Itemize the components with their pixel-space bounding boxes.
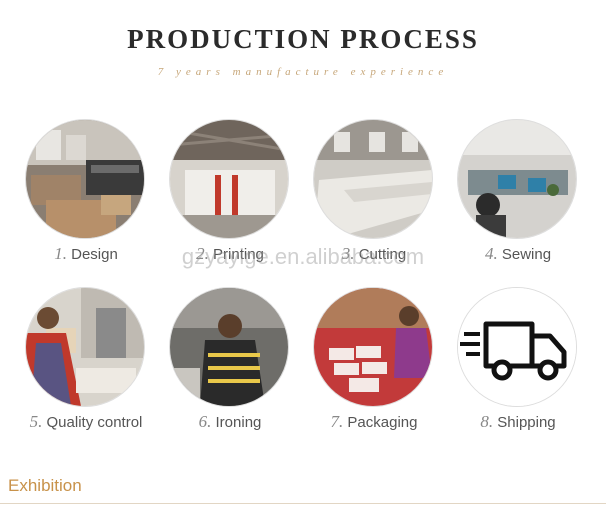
step-number: 1. bbox=[54, 244, 67, 263]
page-title: PRODUCTION PROCESS bbox=[127, 24, 479, 54]
step-printing: 2. Printing bbox=[155, 120, 305, 290]
step-number: 6. bbox=[198, 412, 212, 431]
step-label: Printing bbox=[213, 246, 264, 263]
packaging-photo bbox=[314, 288, 432, 406]
page-subtitle: 7 years manufacture experience bbox=[157, 66, 449, 78]
step-design: 1. Design bbox=[11, 120, 161, 290]
watermark: gzyayige.en.alibaba.com bbox=[181, 244, 425, 269]
step-number: 2. bbox=[196, 244, 209, 263]
step-label: Packaging bbox=[347, 414, 418, 431]
step-sewing: 4. Sewing bbox=[443, 120, 593, 290]
step-ironing: 6. Ironing bbox=[155, 288, 305, 458]
step-number: 8. bbox=[480, 412, 494, 431]
step-packaging: 7. Packaging bbox=[299, 288, 449, 458]
exhibition-heading: Exhibition bbox=[8, 476, 82, 495]
design-photo bbox=[26, 120, 144, 238]
step-label: Shipping bbox=[497, 414, 556, 431]
step-number: 4. bbox=[484, 244, 498, 263]
step-number: 3. bbox=[341, 244, 355, 263]
step-shipping: 8. Shipping bbox=[443, 288, 593, 458]
step-number: 5. bbox=[29, 412, 43, 431]
printing-photo bbox=[170, 120, 288, 238]
step-label: Quality control bbox=[46, 414, 143, 431]
ironing-photo bbox=[170, 288, 288, 406]
step-quality-control: 5. Quality control bbox=[11, 288, 161, 458]
step-label: Sewing bbox=[501, 246, 552, 263]
step-label: Ironing bbox=[215, 414, 262, 431]
divider bbox=[0, 503, 606, 504]
step-label: Design bbox=[71, 246, 118, 263]
step-number: 7. bbox=[330, 412, 344, 431]
cutting-photo bbox=[314, 120, 432, 238]
step-cutting: 3. Cutting bbox=[299, 120, 449, 290]
step-label: Cutting bbox=[358, 246, 407, 263]
sewing-photo bbox=[458, 120, 576, 238]
quality-control-photo bbox=[26, 288, 144, 406]
truck-icon bbox=[458, 288, 576, 406]
